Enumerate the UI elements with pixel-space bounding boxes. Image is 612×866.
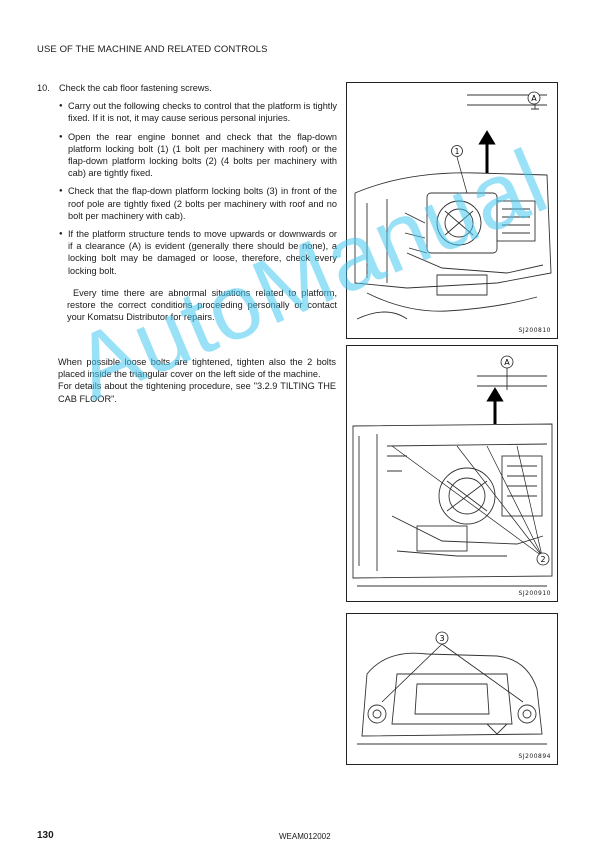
bullet-item: Carry out the following checks to contro… [59,100,337,124]
callout-2-label: 2 [540,555,545,564]
callout-a-label: A [504,358,510,367]
check-bullet-list: Carry out the following checks to contro… [37,100,337,277]
step-10-block: 10. Check the cab floor fastening screws.… [37,82,337,323]
step-title: Check the cab floor fastening screws. [59,83,212,93]
callout-3-icon [435,631,449,645]
figure-code: SJ200894 [518,753,551,760]
bullet-item: Open the rear engine bonnet and check th… [59,131,337,180]
callout-a-icon [500,355,514,369]
step-heading: 10. Check the cab floor fastening screws. [37,82,337,94]
engine-illustration-1: A 1 [354,91,552,320]
callout-2-icon [536,552,550,566]
bullet-item: Check that the flap-down platform lockin… [59,185,337,222]
page-header: USE OF THE MACHINE AND RELATED CONTROLS [37,44,268,55]
figure-engine-bonnet-cab: A 2 SJ200910 [346,345,558,602]
page-number: 130 [37,830,54,841]
figure-engine-bonnet-roof: A 1 SJ200810 [346,82,558,339]
callout-1-label: 1 [455,147,460,156]
figure-code: SJ200810 [518,327,551,334]
roof-pole-illustration: 3 [357,631,547,745]
tightening-paragraph: When possible loose bolts are tightened,… [58,357,336,380]
callout-3-label: 3 [439,634,444,643]
figure-roof-pole: 3 SJ200894 [346,613,558,765]
engine-illustration-2: A 2 [352,355,553,587]
callout-a-icon [527,91,541,105]
reference-paragraph: For details about the tightening procedu… [58,381,336,404]
callout-1-icon [451,145,463,157]
callout-a-label: A [531,94,537,103]
figure-code: SJ200910 [518,590,551,597]
tightening-section: When possible loose bolts are tightened,… [58,356,336,405]
document-code: WEAM012002 [279,832,331,841]
bullet-item: If the platform structure tends to move … [59,228,337,277]
step-number: 10. [37,83,50,93]
repair-note: Every time there are abnormal situations… [67,287,337,323]
